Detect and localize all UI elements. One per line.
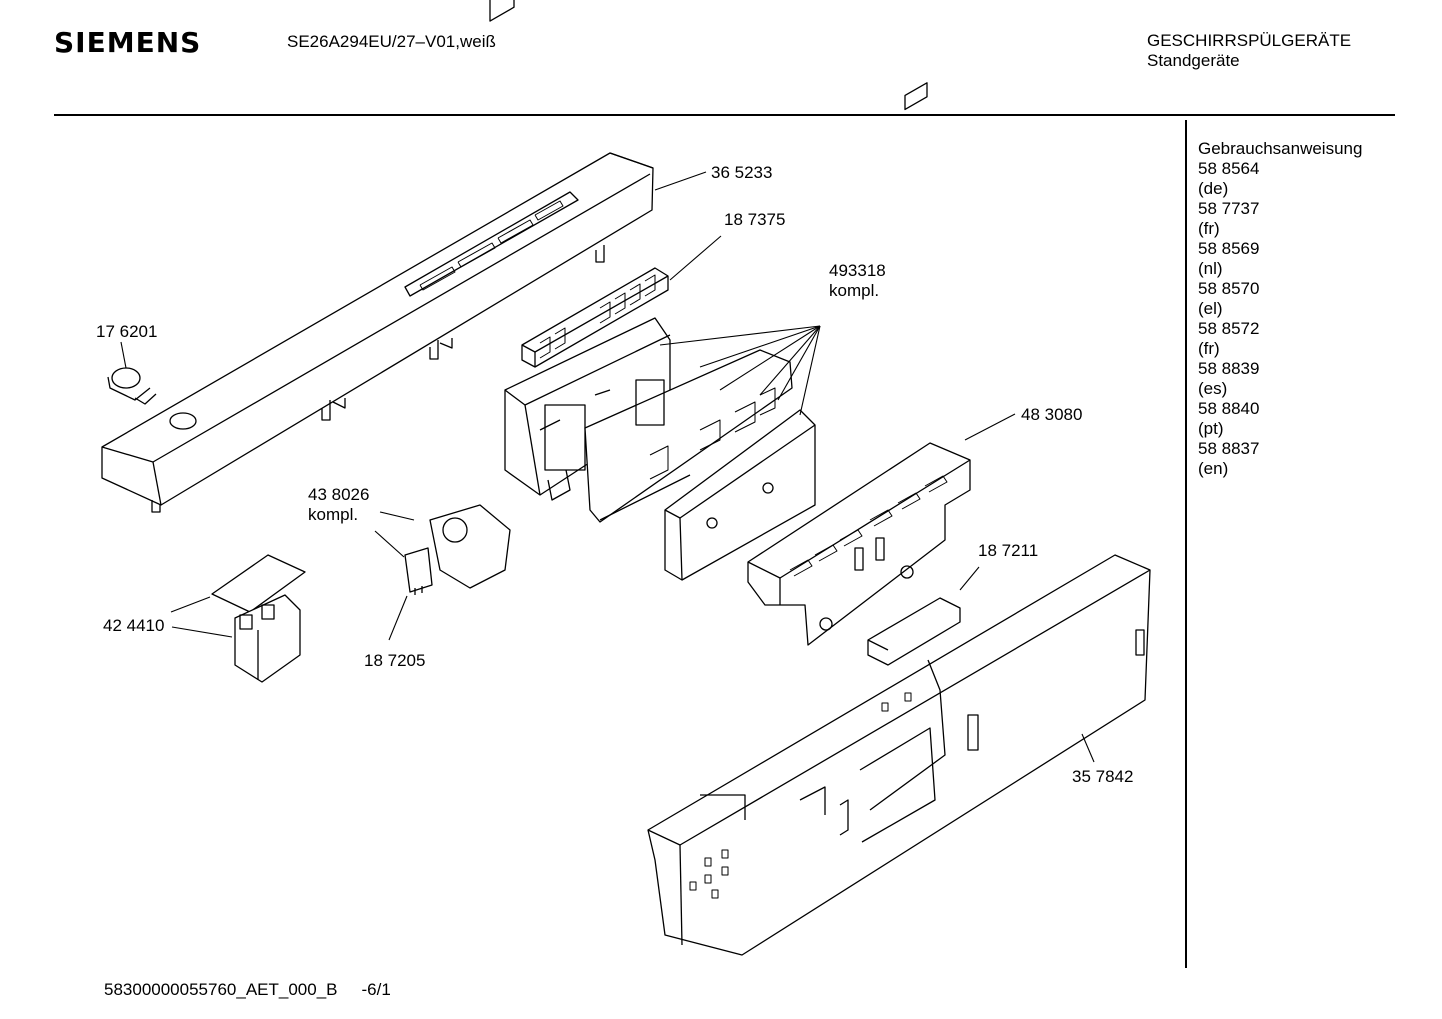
drawing-id: 58300000055760_AET_000_B: [104, 980, 338, 999]
part-label-493318: 493318 kompl.: [829, 261, 886, 301]
part-label-483080: 48 3080: [1021, 405, 1083, 424]
category-line-1: GESCHIRRSPÜLGERÄTE: [1147, 31, 1352, 50]
manual-number: 58 7737: [1198, 199, 1260, 218]
header-divider: [54, 114, 1395, 116]
manual-number: 58 8564: [1198, 159, 1260, 178]
part-label-365233: 36 5233: [711, 163, 773, 182]
door-lock-assembly: [405, 505, 510, 595]
mains-switch: [212, 555, 305, 682]
control-panel-fascia: [102, 0, 653, 512]
manual-number: 58 8840: [1198, 399, 1260, 418]
manual-number: 58 8837: [1198, 439, 1260, 458]
part-label-176201: 17 6201: [96, 322, 158, 341]
manual-number: 58 8839: [1198, 359, 1260, 378]
part-number: 493318: [829, 261, 886, 280]
part-label-357842: 35 7842: [1072, 767, 1134, 786]
manual-language: (nl): [1198, 259, 1223, 278]
brand-logo: SIEMENS: [54, 26, 202, 59]
circuit-board: [585, 350, 792, 522]
part-number: 43 8026: [308, 485, 370, 504]
part-note: kompl.: [829, 281, 880, 300]
manual-heading: Gebrauchsanweisung: [1198, 139, 1363, 158]
manual-language: (es): [1198, 379, 1228, 398]
part-note: kompl.: [308, 505, 359, 524]
manual-number: 58 8572: [1198, 319, 1260, 338]
module-frame: [665, 410, 815, 580]
manual-language: (de): [1198, 179, 1229, 198]
manual-language: (fr): [1198, 339, 1220, 358]
part-label-187211: 18 7211: [978, 541, 1039, 560]
manual-language: (fr): [1198, 219, 1220, 238]
part-label-187375: 18 7375: [724, 210, 786, 229]
manual-language: (en): [1198, 459, 1229, 478]
display-frame: [748, 443, 970, 645]
light-guide-clip: [108, 368, 156, 404]
part-label-187205: 18 7205: [364, 651, 426, 670]
part-label-438026: 43 8026 kompl.: [308, 485, 369, 525]
category-line-2: Standgeräte: [1147, 51, 1240, 70]
front-panel-carrier: [648, 555, 1150, 955]
product-category: GESCHIRRSPÜLGERÄTE Standgeräte: [1147, 31, 1351, 71]
display-board: [868, 83, 960, 665]
sidebar-divider: [1185, 120, 1187, 968]
manual-language: (pt): [1198, 419, 1224, 438]
page-number: -6/1: [361, 980, 391, 999]
manual-number: 58 8569: [1198, 239, 1260, 258]
model-number: SE26A294EU/27–V01,weiß: [287, 32, 496, 51]
manual-number: 58 8570: [1198, 279, 1260, 298]
part-label-424410: 42 4410: [103, 616, 165, 635]
footer: 58300000055760_AET_000_B -6/1: [104, 980, 391, 1000]
leader-lines: [121, 172, 1094, 762]
button-strip: [522, 268, 668, 367]
manual-language: (el): [1198, 299, 1223, 318]
manual-list: Gebrauchsanweisung 58 8564 (de) 58 7737 …: [1198, 139, 1362, 479]
